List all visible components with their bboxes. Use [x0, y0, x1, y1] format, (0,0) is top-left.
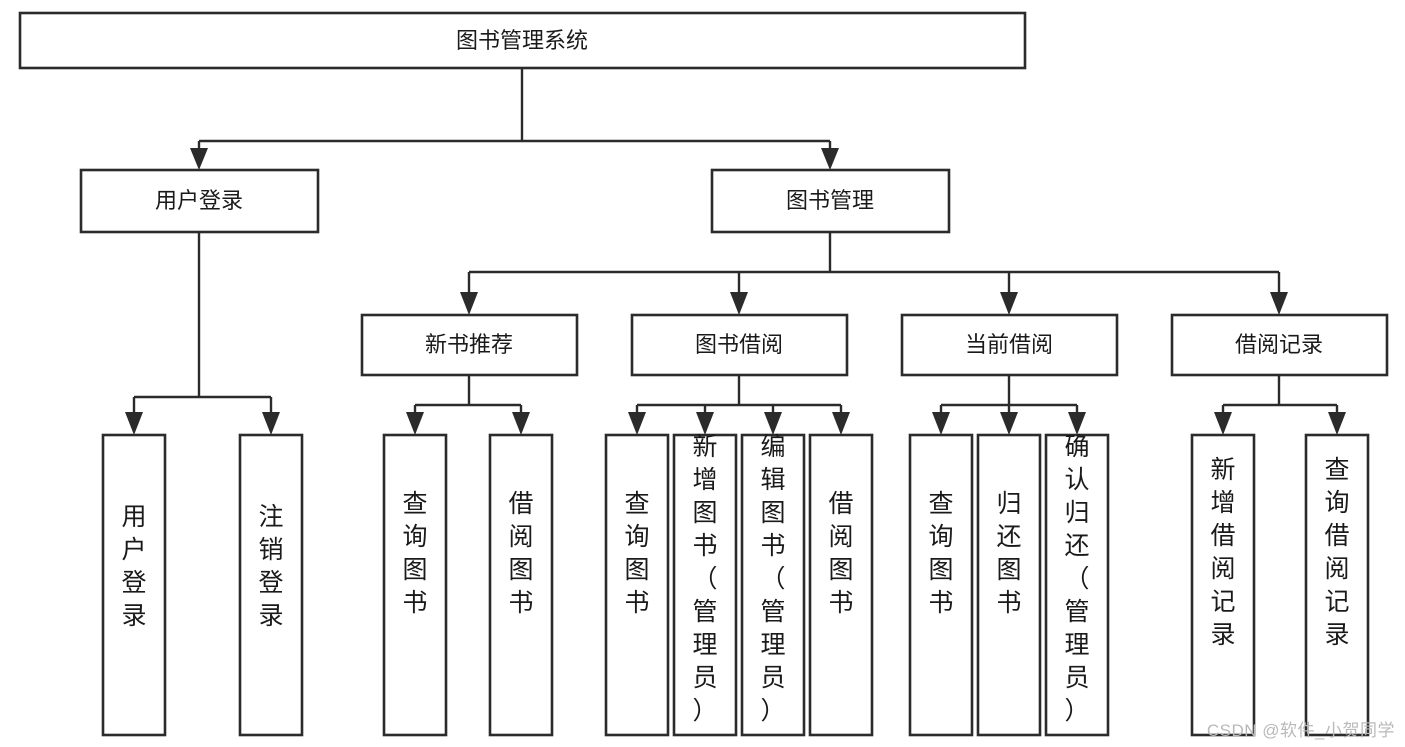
arrowhead-leaf-user-login-1 — [262, 412, 280, 435]
node-root[interactable]: 图书管理系统 — [18, 11, 1027, 70]
arrowhead-leaf-book-borrow-1 — [696, 412, 714, 435]
node-book-manage-label: 图书管理 — [786, 188, 874, 213]
leaf-label: 查询借阅记录 — [1324, 456, 1349, 649]
arrowhead-user-login — [190, 148, 208, 170]
leaf-node[interactable]: 编辑图书（管理员） — [740, 433, 806, 737]
arrowhead-borrow-record — [1270, 292, 1288, 315]
node-book-borrow[interactable]: 图书借阅 — [630, 313, 849, 377]
edges-layer — [125, 68, 1346, 435]
leaf-label: 查询图书 — [928, 490, 953, 617]
arrowhead-leaf-new-book-rec-1 — [512, 412, 530, 435]
leaf-label: 查询图书 — [402, 490, 427, 617]
node-current-borrow-label: 当前借阅 — [965, 332, 1053, 357]
nodes-layer: 图书管理系统 用户登录 图书管理 新书推荐 图书借阅 — [18, 11, 1389, 737]
leaf-label: 注销登录 — [258, 503, 283, 630]
edge-bookborrow-bus — [635, 375, 843, 416]
edge-borrowrecord-bus — [1221, 375, 1339, 416]
leaf-label: 确认归还（管理员） — [1064, 433, 1089, 725]
leaf-label: 查询图书 — [624, 490, 649, 617]
edge-newbookrec-bus — [413, 375, 523, 416]
leaf-label: 借阅图书 — [828, 490, 853, 617]
arrowhead-leaf-borrow-record-1 — [1328, 412, 1346, 435]
leaf-label: 归还图书 — [996, 490, 1021, 617]
edge-bookmanage-bus — [467, 232, 1281, 298]
arrowhead-leaf-book-borrow-3 — [832, 412, 850, 435]
leaf-node[interactable]: 新增借阅记录 — [1190, 433, 1256, 737]
leaf-label: 编辑图书（管理员） — [760, 433, 785, 725]
node-borrow-record-label: 借阅记录 — [1235, 332, 1323, 357]
leaf-node[interactable]: 借阅图书 — [808, 433, 874, 737]
edge-currentborrow-bus — [939, 375, 1079, 416]
leaf-node[interactable]: 查询图书 — [604, 433, 670, 737]
leaf-label: 新增图书（管理员） — [692, 433, 717, 725]
edge-root-bus — [197, 68, 832, 154]
edge-userlogin-bus — [132, 232, 273, 416]
node-borrow-record[interactable]: 借阅记录 — [1170, 313, 1389, 377]
arrowhead-leaf-borrow-record-0 — [1214, 412, 1232, 435]
node-user-login-label: 用户登录 — [155, 188, 243, 213]
arrowhead-leaf-book-borrow-2 — [764, 412, 782, 435]
leaf-node[interactable]: 注销登录 — [238, 433, 304, 737]
arrowhead-leaf-book-borrow-0 — [628, 412, 646, 435]
node-new-book-rec-label: 新书推荐 — [425, 332, 513, 357]
leaf-node[interactable]: 归还图书 — [976, 433, 1042, 737]
leaf-node[interactable]: 用户登录 — [101, 433, 167, 737]
arrowhead-book-manage — [821, 148, 839, 170]
node-user-login[interactable]: 用户登录 — [79, 168, 320, 234]
leaf-node[interactable]: 借阅图书 — [488, 433, 554, 737]
arrowhead-current-borrow — [1000, 292, 1018, 315]
arrowhead-book-borrow — [730, 292, 748, 315]
node-book-manage[interactable]: 图书管理 — [710, 168, 951, 234]
leaf-node[interactable]: 查询图书 — [908, 433, 974, 737]
arrowhead-leaf-user-login-0 — [125, 412, 143, 435]
arrowhead-leaf-current-borrow-1 — [1000, 412, 1018, 435]
leaf-node[interactable]: 新增图书（管理员） — [672, 433, 738, 737]
arrowhead-leaf-current-borrow-0 — [932, 412, 950, 435]
node-current-borrow[interactable]: 当前借阅 — [900, 313, 1119, 377]
leaf-node[interactable]: 确认归还（管理员） — [1044, 433, 1110, 737]
arrowhead-leaf-current-borrow-2 — [1068, 412, 1086, 435]
node-new-book-rec[interactable]: 新书推荐 — [360, 313, 579, 377]
leaf-node[interactable]: 查询借阅记录 — [1304, 433, 1370, 737]
node-book-borrow-label: 图书借阅 — [695, 332, 783, 357]
arrowhead-new-book-rec — [460, 292, 478, 315]
leaf-label: 用户登录 — [121, 503, 146, 630]
leaf-label: 新增借阅记录 — [1210, 456, 1235, 649]
arrowhead-leaf-new-book-rec-0 — [406, 412, 424, 435]
node-root-label: 图书管理系统 — [456, 28, 588, 53]
csdn-watermark: CSDN @软件_小贺同学 — [1206, 721, 1395, 740]
leaf-node[interactable]: 查询图书 — [382, 433, 448, 737]
leaf-label: 借阅图书 — [508, 490, 533, 617]
